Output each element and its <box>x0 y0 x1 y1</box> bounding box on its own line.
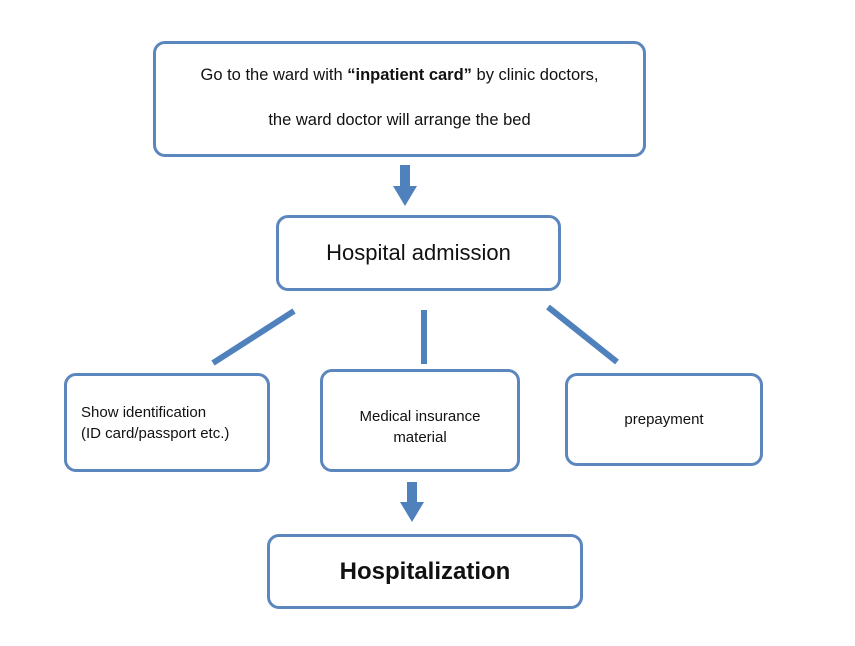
identification-box: Show identification (ID card/passport et… <box>64 373 270 472</box>
ward-instruction-line1: Go to the ward with “inpatient card” by … <box>201 66 599 90</box>
connector-line-left <box>211 308 296 366</box>
ward-instruction-text-b: by clinic doctors, <box>471 66 599 84</box>
prepayment-box: prepayment <box>565 373 763 466</box>
medical-insurance-box: Medical insurance material <box>320 369 520 472</box>
arrow-down-to-hospitalization <box>400 482 424 522</box>
identification-line1: Show identification <box>81 403 207 421</box>
hospital-admission-box: Hospital admission <box>276 215 561 291</box>
hospitalization-label: Hospitalization <box>339 557 511 585</box>
medical-insurance-line2: material <box>393 429 447 446</box>
arrow-down-to-admission <box>393 165 417 206</box>
medical-insurance-line1: Medical insurance <box>359 408 481 425</box>
ward-instruction-box: Go to the ward with “inpatient card” by … <box>153 41 646 157</box>
identification-line2: (ID card/passport etc.) <box>81 424 230 442</box>
inpatient-card-label: “inpatient card” <box>347 66 472 84</box>
prepayment-label: prepayment <box>624 411 704 428</box>
ward-instruction-text-a: Go to the ward with <box>200 66 348 84</box>
ward-instruction-line2: the ward doctor will arrange the bed <box>268 111 531 129</box>
hospitalization-box: Hospitalization <box>267 534 583 609</box>
hospital-admission-label: Hospital admission <box>326 240 511 265</box>
connector-line-right <box>546 304 619 365</box>
